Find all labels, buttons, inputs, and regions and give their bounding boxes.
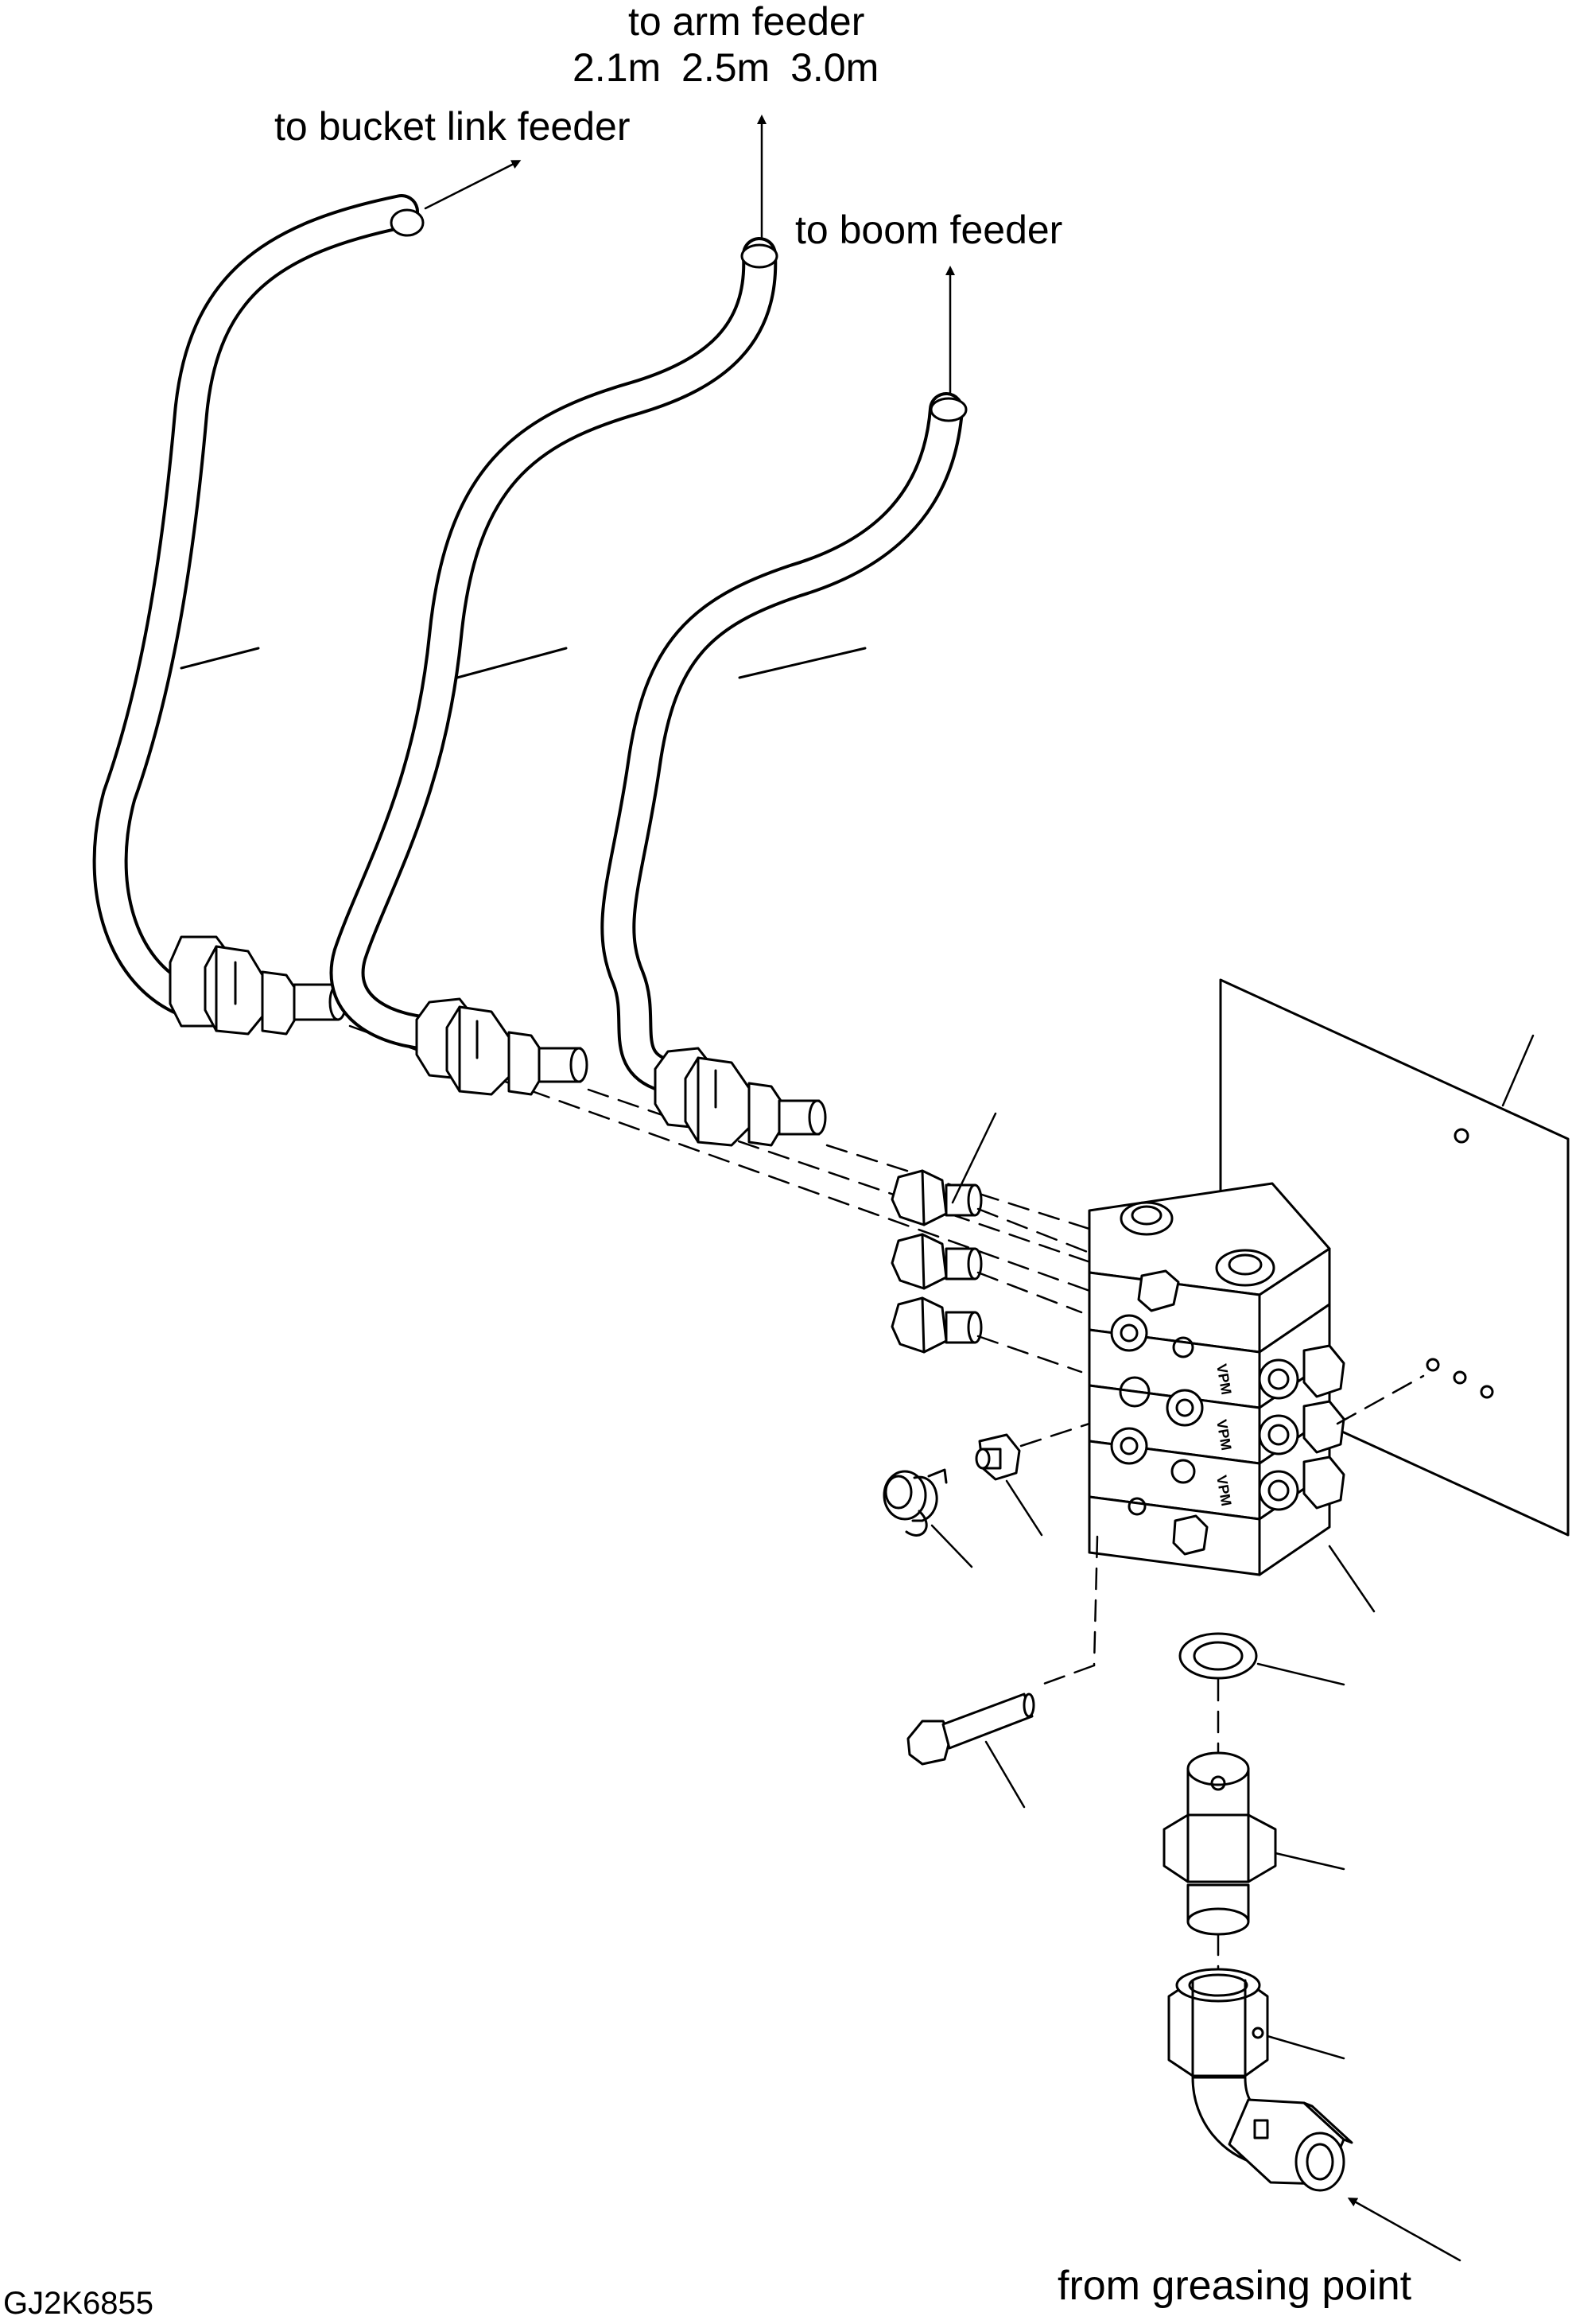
label-arm-lengths: 2.1m 2.5m 3.0m (573, 45, 879, 90)
leader-valve-block (1328, 1545, 1376, 1613)
label-arm-feeder: to arm feeder (628, 0, 865, 44)
fitting-bucket-link (169, 935, 347, 1036)
hose-bucket-link (92, 194, 425, 1016)
label-greasing-point: from greasing point (1058, 2263, 1412, 2309)
hose-boom (600, 392, 968, 1091)
bolt (906, 1692, 1035, 1766)
centerline-grease-nipple (1019, 1422, 1091, 1448)
grease-nipple (975, 1433, 1021, 1481)
grease-cap (883, 1468, 948, 1537)
centerline-bolt (1040, 1664, 1096, 1686)
label-bucket-link-feeder: to bucket link feeder (274, 104, 631, 149)
fitting-boom (654, 1047, 827, 1147)
centerline-nut-1 (976, 1207, 1091, 1254)
leader-grease-cap (930, 1524, 973, 1568)
centerline-plate-holes (1336, 1374, 1425, 1425)
divider-valve-block (1088, 1182, 1345, 1576)
connector-nut-3 (891, 1296, 983, 1354)
leader-connector-nuts (951, 1112, 997, 1204)
leader-elbow (1266, 2034, 1345, 2060)
elbow-fitting (1167, 1968, 1353, 2192)
adapter (1163, 1751, 1277, 1936)
leader-grease-nipple (1005, 1479, 1043, 1537)
connector-nut-1 (891, 1169, 983, 1226)
fitting-arm (415, 997, 588, 1096)
centerline-nut-3 (976, 1335, 1083, 1374)
connector-nut-2 (891, 1233, 983, 1290)
leader-washer (1256, 1662, 1345, 1686)
leader-adapter (1274, 1852, 1345, 1871)
label-boom-feeder: to boom feeder (795, 208, 1063, 252)
hose-arm (329, 237, 778, 1051)
centerline-bolt-vertical (1093, 1535, 1099, 1667)
arrow-bucket-link (424, 160, 522, 210)
centerline-nut-2 (976, 1271, 1083, 1314)
arrow-greasing-point (1347, 2198, 1461, 2262)
leader-bolt (984, 1740, 1026, 1809)
washer (1178, 1632, 1258, 1680)
drawing-code: GJ2K6855 (3, 2286, 154, 2321)
centerline-arm (587, 1088, 1099, 1266)
